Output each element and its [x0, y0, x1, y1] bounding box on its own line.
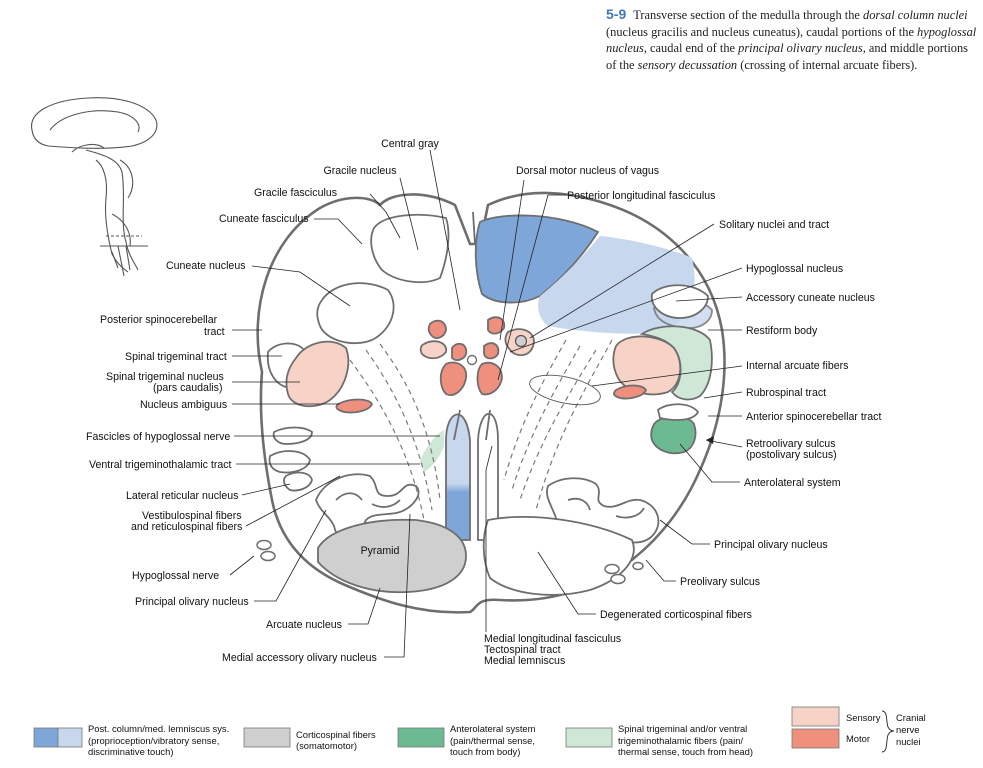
label-hypoglossal-nerve: Hypoglossal nerve	[132, 570, 219, 582]
label-restiform-body: Restiform body	[746, 325, 818, 337]
caption-italic-3: principal olivary nucleus,	[738, 41, 866, 55]
label-nucleus-ambiguus: Nucleus ambiguus	[140, 399, 227, 411]
leader-lines	[229, 149, 743, 658]
figure-caption: 5-9 Transverse section of the medulla thr…	[606, 6, 978, 73]
legend-post-column-1: Post. column/med. lemniscus sys.	[88, 723, 229, 734]
label-posterior-spinocerebellar-2: tract	[204, 326, 225, 338]
label-spinal-trigeminal-nucleus-1: Spinal trigeminal nucleus	[106, 371, 224, 383]
anterolateral-right	[650, 415, 697, 455]
label-cuneate-fasciculus: Cuneate fasciculus	[219, 213, 309, 225]
label-gracile-nucleus: Gracile nucleus	[323, 165, 396, 177]
label-medial-long-fasciculus: Medial longitudinal fasciculus	[484, 633, 621, 645]
hypoglossal-rootlets-left	[256, 539, 276, 562]
anterior-spinocerebellar-right	[656, 403, 700, 421]
label-solitary-nuclei: Solitary nuclei and tract	[719, 219, 829, 231]
spinal-trigeminal-left	[266, 340, 350, 408]
pyramid-left	[317, 518, 467, 594]
legend-corticospinal-1: Corticospinal fibers	[296, 729, 376, 740]
label-degenerated-corticospinal: Degenerated corticospinal fibers	[600, 609, 752, 621]
label-internal-arcuate: Internal arcuate fibers	[746, 360, 848, 372]
nucleus-ambiguus-right	[613, 384, 647, 400]
dorsal-column-left	[316, 213, 450, 345]
caption-text-4: and middle portions of the	[606, 41, 969, 72]
legend-motor: Motor	[846, 733, 870, 744]
label-medial-accessory-olivary: Medial accessory olivary nucleus	[222, 652, 377, 664]
caption-text-5: (crossing of internal arcuate fibers).	[737, 57, 918, 72]
label-retroolivary-2: (postolivary sulcus)	[746, 449, 837, 461]
label-central-gray: Central gray	[381, 138, 439, 150]
label-dorsal-motor-vagus: Dorsal motor nucleus of vagus	[516, 165, 659, 177]
label-posterior-long-fasciculus: Posterior longitudinal fasciculus	[567, 190, 715, 202]
retroolivary-arrow-icon	[706, 436, 714, 444]
label-accessory-cuneate: Accessory cuneate nucleus	[746, 292, 875, 304]
legend-cranial-nerve-nuclei: Sensory Motor Cranial nerve nuclei	[791, 706, 926, 753]
label-principal-olivary-right: Principal olivary nucleus	[714, 539, 828, 551]
legend-spinal-trigeminal-2: trigeminothalamic fibers (pain/	[618, 735, 743, 746]
figure-number: 5-9	[606, 6, 627, 22]
label-anterior-spinocerebellar: Anterior spinocerebellar tract	[746, 411, 881, 423]
brain-orientation-icon	[31, 97, 158, 277]
spinal-trigeminal-right	[612, 325, 713, 401]
legend-cranial-3: nuclei	[896, 736, 921, 747]
label-pyramid: Pyramid	[361, 545, 400, 557]
label-spinal-trigeminal-nucleus-2: (pars caudalis)	[153, 382, 222, 394]
caption-italic-4: sensory decussation	[637, 57, 738, 72]
central-motor-nuclei	[419, 316, 535, 396]
label-fascicles-hypoglossal: Fascicles of hypoglossal nerve	[86, 431, 230, 443]
label-vestibulospinal-2: and reticulospinal fibers	[131, 521, 242, 533]
internal-arcuate-fibers	[349, 339, 613, 521]
legend-post-column: Post. column/med. lemniscus sys. (propri…	[33, 723, 229, 757]
hypoglossal-rootlets-right	[604, 561, 644, 585]
label-tectospinal: Tectospinal tract	[484, 644, 561, 656]
legend-post-column-3: discriminative touch)	[88, 746, 173, 757]
pyramid-right	[482, 516, 635, 596]
legend-spinal-trigeminal-3: thermal sense, touch from head)	[618, 746, 753, 757]
label-principal-olivary-left: Principal olivary nucleus	[135, 596, 249, 608]
ventral-trigeminothalamic	[420, 430, 444, 472]
label-anterolateral-system: Anterolateral system	[744, 477, 841, 489]
caption-italic-2: hypoglossal nucleus,	[606, 24, 977, 56]
label-retroolivary-1: Retroolivary sulcus	[746, 438, 836, 450]
label-vestibulospinal-1: Vestibulospinal fibers	[142, 510, 242, 522]
legend-sensory: Sensory	[846, 712, 881, 723]
label-hypoglossal-nucleus: Hypoglossal nucleus	[746, 263, 843, 275]
label-preolivary-sulcus: Preolivary sulcus	[680, 576, 760, 588]
nucleus-ambiguus-left	[335, 398, 373, 414]
label-lateral-reticular: Lateral reticular nucleus	[126, 490, 238, 502]
legend-corticospinal: Corticospinal fibers (somatomotor)	[243, 727, 376, 751]
legend-spinal-trigeminal: Spinal trigeminal and/or ventral trigemi…	[565, 723, 753, 757]
legend-post-column-2: (proprioception/vibratory sense,	[88, 735, 219, 746]
caption-text-2: (nucleus gracilis and nucleus cuneatus),…	[606, 24, 918, 39]
legend-anterolateral-3: touch from body)	[450, 746, 520, 757]
legend-cranial-1: Cranial	[896, 712, 926, 723]
caption-italic-1: dorsal column nuclei	[863, 8, 968, 22]
label-medial-lemniscus: Medial lemniscus	[484, 655, 565, 667]
label-ventral-trigeminothalamic: Ventral trigeminothalamic tract	[89, 459, 232, 471]
legend-anterolateral: Anterolateral system (pain/thermal sense…	[397, 723, 536, 757]
label-rubrospinal: Rubrospinal tract	[746, 387, 826, 399]
label-posterior-spinocerebellar-1: Posterior spinocerebellar	[100, 314, 218, 326]
legend-brace-icon	[881, 710, 895, 753]
diagram-labels: Central gray Gracile nucleus Gracile fas…	[86, 138, 881, 667]
legend-cranial-2: nerve	[896, 724, 919, 735]
left-lateral-structures	[268, 426, 313, 492]
legend-spinal-trigeminal-1: Spinal trigeminal and/or ventral	[618, 723, 747, 734]
label-gracile-fasciculus: Gracile fasciculus	[254, 187, 337, 199]
legend: Post. column/med. lemniscus sys. (propri…	[33, 706, 926, 757]
label-cuneate-nucleus: Cuneate nucleus	[166, 260, 246, 272]
caption-text-3: caudal end of the	[646, 41, 739, 55]
label-arcuate-nucleus: Arcuate nucleus	[266, 619, 342, 631]
label-spinal-trigeminal-tract: Spinal trigeminal tract	[125, 351, 227, 363]
medial-lemniscus	[445, 409, 499, 541]
caption-text-1: Transverse section of the medulla throug…	[633, 8, 863, 22]
legend-anterolateral-2: (pain/thermal sense,	[450, 735, 535, 746]
dorsal-column-right	[474, 214, 713, 334]
legend-corticospinal-2: (somatomotor)	[296, 740, 357, 751]
legend-anterolateral-1: Anterolateral system	[450, 723, 536, 734]
